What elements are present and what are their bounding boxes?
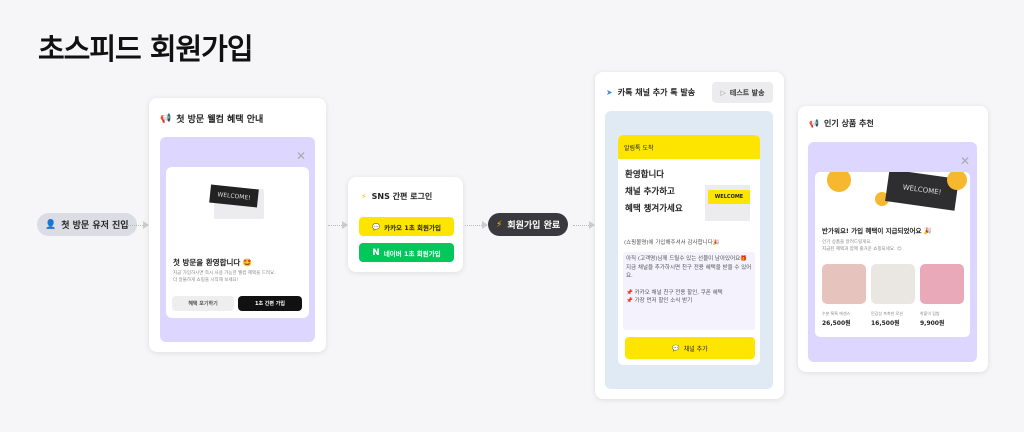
modal-title: 첫 방문을 환영합니다 🤩: [173, 258, 253, 267]
flow-complete-node: ⚡ 회원가입 완료: [488, 213, 569, 236]
modal-desc: 지급된 혜택과 함께 즐거운 쇼핑되세요. 😊: [822, 247, 902, 252]
alimtalk-message: 알림톡 도착 환영합니다 채널 추가하고 혜택 챙겨가세요 WELCOME (쇼…: [618, 135, 760, 365]
thanks-text: (쇼핑몰명)에 가입해주셔서 감사합니다🎉: [624, 240, 720, 246]
paper-plane-icon: ➤: [606, 88, 613, 97]
alimtalk-banner: 알림톡 도착: [618, 135, 760, 159]
product-item[interactable]: 착붙이 립밤 9,900원: [920, 264, 964, 327]
body-line: [626, 281, 752, 289]
body-line: 📌 가장 먼저 할인 소식 받기: [626, 298, 693, 304]
product-item[interactable]: 수분 톡톡 에센스 26,500원: [822, 264, 866, 327]
benefit-modal: WELCOME! 반가워요! 가입 혜택이 지급되었어요 🎉 인기 상품을 알려…: [815, 172, 970, 337]
product-name: 수분 톡톡 에센스: [822, 311, 851, 316]
popular-products-card: 📢 인기 상품 추천 ✕ WELCOME! 반가워요! 가입 혜택이 지급되었어요…: [798, 106, 988, 372]
skip-benefit-button[interactable]: 혜택 포기하기: [172, 296, 234, 311]
user-icon: 👤: [45, 219, 57, 230]
modal-desc: 지금 가입하시면 즉시 사용 가능한 웰컴 혜택을 드려요.: [173, 271, 276, 276]
modal-desc: 더 알뜰하게 쇼핑을 시작해 보세요!: [173, 278, 239, 283]
page-title: 초스피드 회원가입: [38, 32, 254, 66]
body-line: 지금 채널을 추가하시면 친구 전용 혜택을 받을 수 있어요.: [626, 264, 752, 280]
welcome-popup-card: 📢 첫 방문 웰컴 혜택 안내 ✕ WELCOME! 첫 방문을 환영합니다 🤩 …: [149, 98, 326, 352]
preview-area: ✕ WELCOME! 반가워요! 가입 혜택이 지급되었어요 🎉 인기 상품을 …: [808, 142, 977, 362]
flow-arrow: [573, 221, 595, 229]
product-price: 26,500원: [822, 320, 851, 327]
body-line: 아직 (고객명)님께 드릴수 있는 선물이 남아있어요🎁: [626, 256, 748, 262]
preview-area: ✕ WELCOME! 첫 방문을 환영합니다 🤩 지금 가입하시면 즉시 사용 …: [160, 137, 315, 342]
product-image: [871, 264, 915, 304]
headline-line: 환영합니다: [625, 170, 665, 180]
welcome-modal: WELCOME! 첫 방문을 환영합니다 🤩 지금 가입하시면 즉시 사용 가능…: [166, 167, 309, 318]
flow-arrow: [127, 221, 149, 229]
flow-arrow: [328, 221, 348, 229]
flow-entry-node: 👤 첫 방문 유저 진입: [37, 213, 137, 236]
close-icon[interactable]: ✕: [960, 154, 971, 168]
modal-title: 반가워요! 가입 혜택이 지급되었어요 🎉: [822, 227, 932, 235]
add-channel-label: 채널 추가: [683, 345, 708, 353]
lightning-icon: ⚡: [496, 219, 503, 230]
lightning-icon: ⚡: [361, 192, 367, 201]
megaphone-icon: 📢: [809, 119, 819, 128]
flow-complete-label: 회원가입 완료: [507, 221, 561, 231]
product-item[interactable]: 민감성 촉촉한 로션 16,500원: [871, 264, 915, 327]
product-price: 16,500원: [871, 320, 900, 327]
product-image: [920, 264, 964, 304]
product-name: 착붙이 립밤: [920, 311, 940, 316]
card-header: ⚡ SNS 간편 로그인: [361, 191, 432, 202]
preview-area: 알림톡 도착 환영합니다 채널 추가하고 혜택 챙겨가세요 WELCOME (쇼…: [605, 111, 773, 389]
body-line: 📌 카카오 채널 친구 전용 할인, 쿠폰 혜택: [626, 289, 723, 296]
quick-signup-button[interactable]: 1초 간편 가입: [238, 296, 302, 311]
card-header: 📢 인기 상품 추천: [809, 118, 874, 129]
speech-bubble-icon: 💬: [672, 344, 680, 352]
test-send-button[interactable]: ▷테스트 발송: [712, 82, 773, 103]
send-icon: ▷: [720, 88, 726, 97]
naver-logo-icon: N: [372, 247, 380, 258]
card-header-label: 첫 방문 웰컴 혜택 안내: [176, 115, 264, 125]
coin-icon: [947, 172, 967, 190]
envelope-label: WELCOME: [708, 190, 750, 204]
message-body: 아직 (고객명)님께 드릴수 있는 선물이 남아있어요🎁 지금 채널을 추가하시…: [623, 252, 755, 330]
naver-label: 네이버 1초 회원가입: [383, 249, 441, 258]
card-header-label: 인기 상품 추천: [823, 119, 874, 128]
card-header: 📢 첫 방문 웰컴 혜택 안내: [160, 112, 264, 126]
test-send-label: 테스트 발송: [729, 88, 765, 97]
flow-arrow: [465, 221, 488, 229]
flow-entry-label: 첫 방문 유저 진입: [61, 221, 129, 231]
megaphone-icon: 📢: [160, 113, 172, 124]
coin-icon: [827, 172, 851, 192]
product-price: 9,900원: [920, 320, 945, 327]
headline-line: 혜택 챙겨가세요: [625, 204, 683, 214]
product-image: [822, 264, 866, 304]
card-header: ➤ 카톡 채널 추가 톡 발송: [606, 87, 695, 98]
card-header-label: SNS 간편 로그인: [371, 192, 433, 201]
card-header-label: 카톡 채널 추가 톡 발송: [617, 88, 696, 97]
add-channel-button[interactable]: 💬채널 추가: [625, 337, 755, 359]
close-icon[interactable]: ✕: [296, 149, 307, 163]
speech-bubble-icon: 💬: [372, 222, 381, 231]
kakao-label: 카카오 1초 회원가입: [384, 223, 441, 232]
headline-line: 채널 추가하고: [625, 187, 675, 197]
kakao-signup-button[interactable]: 💬카카오 1초 회원가입: [359, 217, 454, 236]
modal-desc: 인기 상품을 알려드릴게요.: [822, 240, 872, 245]
product-name: 민감성 촉촉한 로션: [871, 311, 903, 316]
kakao-channel-card: ➤ 카톡 채널 추가 톡 발송 ▷테스트 발송 알림톡 도착 환영합니다 채널 추…: [595, 72, 784, 399]
